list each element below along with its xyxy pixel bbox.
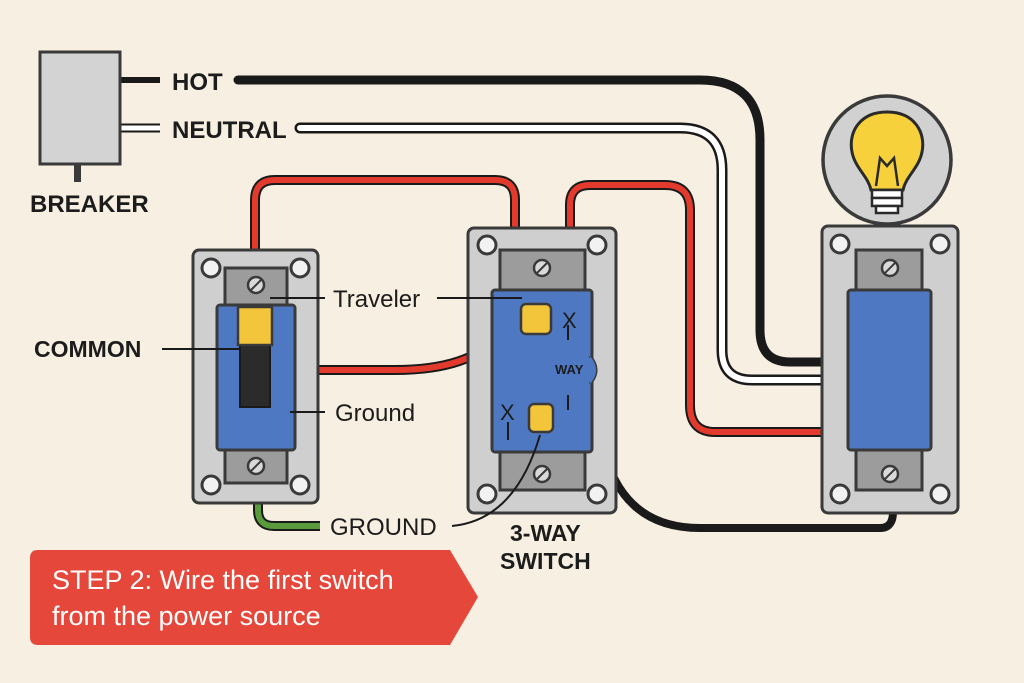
screw-icon <box>246 275 266 295</box>
callout-line1: STEP 2: Wire the first switch <box>52 565 394 595</box>
three-way-label-line1: 3-WAY <box>510 520 581 546</box>
light-bulb-icon <box>821 94 953 226</box>
light-switch-box <box>820 224 960 515</box>
screw-icon <box>246 456 266 476</box>
breaker-label: BREAKER <box>30 191 149 218</box>
callout-line2: from the power source <box>52 601 321 631</box>
ground-wire <box>253 470 320 531</box>
first-switch <box>191 248 320 505</box>
screw-icon <box>532 258 552 278</box>
three-way-switch <box>466 226 618 515</box>
screw-icon <box>532 464 552 484</box>
leader-lines <box>162 297 541 527</box>
traveler-wire-top-2 <box>565 180 852 437</box>
neutral-label: NEUTRAL <box>172 117 287 144</box>
hot-wire <box>120 75 857 367</box>
traveler-label: Traveler <box>333 286 420 313</box>
breaker-box-icon <box>38 50 122 182</box>
terminal-x-top: X <box>562 308 577 333</box>
screw-icon <box>880 464 900 484</box>
way-label: WAY <box>555 362 584 377</box>
traveler-wire-top-1 <box>250 175 520 268</box>
callout-background <box>30 550 478 645</box>
neutral-wire <box>120 122 858 386</box>
ground-caps-label: GROUND <box>330 514 437 541</box>
screw-icon <box>880 258 900 278</box>
callout-text: STEP 2: Wire the first switch from the p… <box>52 562 452 634</box>
three-way-label-line2: SWITCH <box>500 548 591 574</box>
terminal-x-bottom: X <box>500 400 515 425</box>
hot-label: HOT <box>172 69 223 96</box>
ground-small-label: Ground <box>335 400 415 427</box>
step-callout: STEP 2: Wire the first switch from the p… <box>30 550 478 645</box>
common-label: COMMON <box>34 336 141 362</box>
